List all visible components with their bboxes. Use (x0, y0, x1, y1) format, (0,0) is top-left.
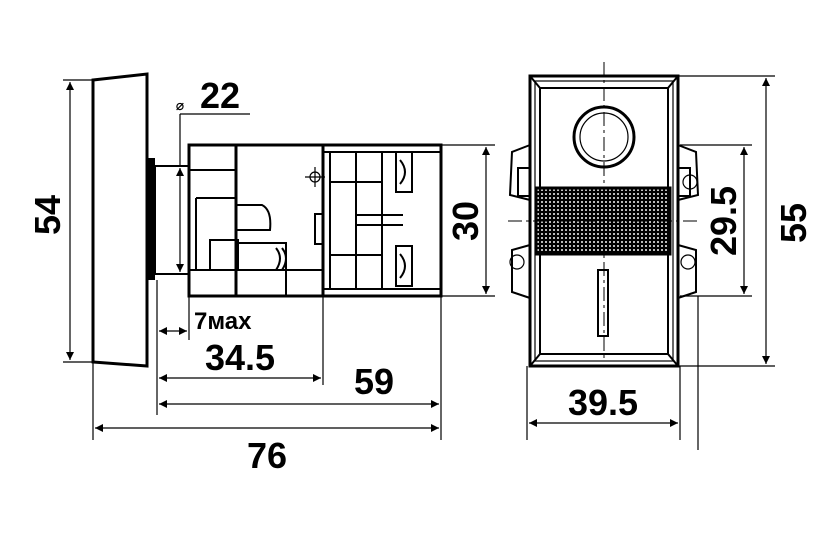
mechanism-block (234, 143, 325, 298)
label-7max: 7мах (194, 308, 252, 335)
label-39-5: 39.5 (568, 382, 638, 423)
label-55: 55 (773, 203, 814, 243)
front-view: 39.5 29.5 55 (508, 62, 814, 450)
clip-right (677, 144, 700, 299)
label-30: 30 (445, 201, 486, 241)
label-22: 22 (200, 75, 240, 116)
label-76: 76 (247, 435, 287, 476)
label-29-5: 29.5 (703, 186, 744, 256)
label-59: 59 (354, 361, 394, 402)
label-34-5: 34.5 (205, 337, 275, 378)
diameter-symbol: ⌀ (176, 97, 185, 113)
side-view: 54 ⌀ 22 30 7мах 34.5 59 76 (27, 72, 495, 476)
button-cap (91, 72, 149, 368)
clip-left (508, 144, 531, 299)
slot (597, 269, 609, 337)
bezel-ring (147, 158, 155, 280)
label-54: 54 (27, 195, 68, 235)
